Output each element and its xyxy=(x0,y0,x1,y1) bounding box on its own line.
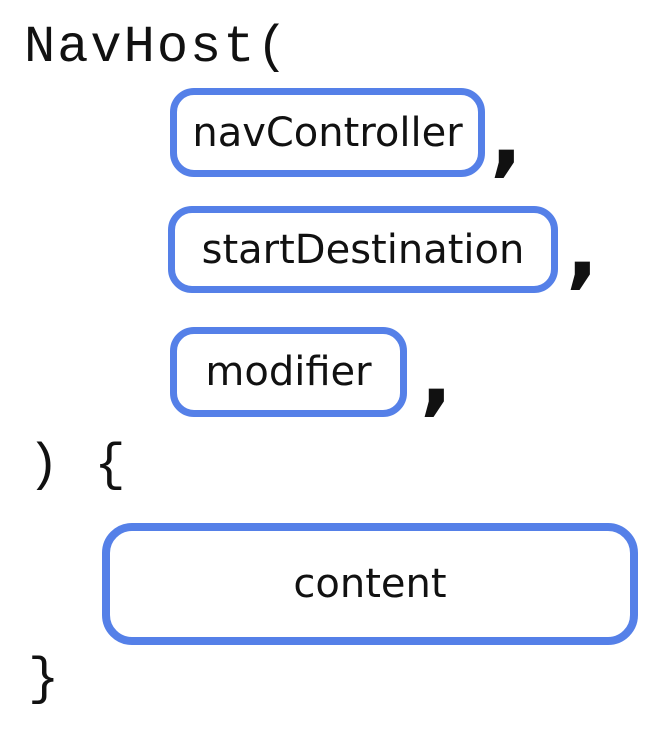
param-box-modifier: modifier xyxy=(170,327,407,417)
code-lambda-close: } xyxy=(28,650,62,709)
param-label-modifier: modifier xyxy=(205,349,372,395)
comma-after-navcontroller: , xyxy=(490,87,523,187)
comma-after-startdestination: , xyxy=(566,199,599,299)
code-function-open: NavHost( xyxy=(24,18,290,77)
param-box-navcontroller: navController xyxy=(170,88,485,177)
param-label-navcontroller: navController xyxy=(192,109,463,156)
param-label-startdestination: startDestination xyxy=(201,226,525,273)
body-slot-box-content: content xyxy=(102,523,638,645)
param-box-startdestination: startDestination xyxy=(168,206,558,293)
body-slot-label-content: content xyxy=(293,561,447,607)
code-lambda-open: ) { xyxy=(28,436,128,495)
comma-after-modifier: , xyxy=(420,326,453,426)
